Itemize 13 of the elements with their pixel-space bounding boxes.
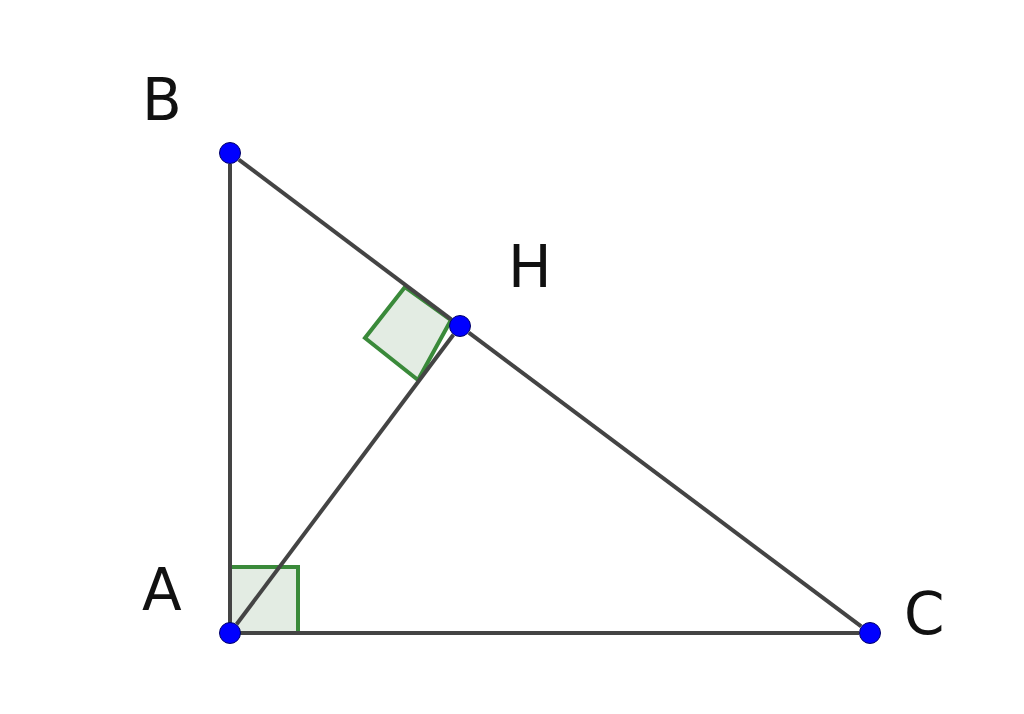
line-segment: [237, 158, 453, 321]
line-segment: [235, 333, 455, 626]
point-marker: [449, 315, 471, 337]
point-marker: [219, 142, 241, 164]
point-label: B: [142, 71, 182, 129]
point-label: C: [904, 585, 945, 643]
point-marker: [859, 622, 881, 644]
line-segment: [228, 164, 232, 622]
line-segment: [467, 331, 863, 628]
line-segment: [241, 631, 859, 635]
point-label: A: [142, 561, 182, 619]
point-label: H: [508, 238, 552, 296]
point-marker: [219, 622, 241, 644]
